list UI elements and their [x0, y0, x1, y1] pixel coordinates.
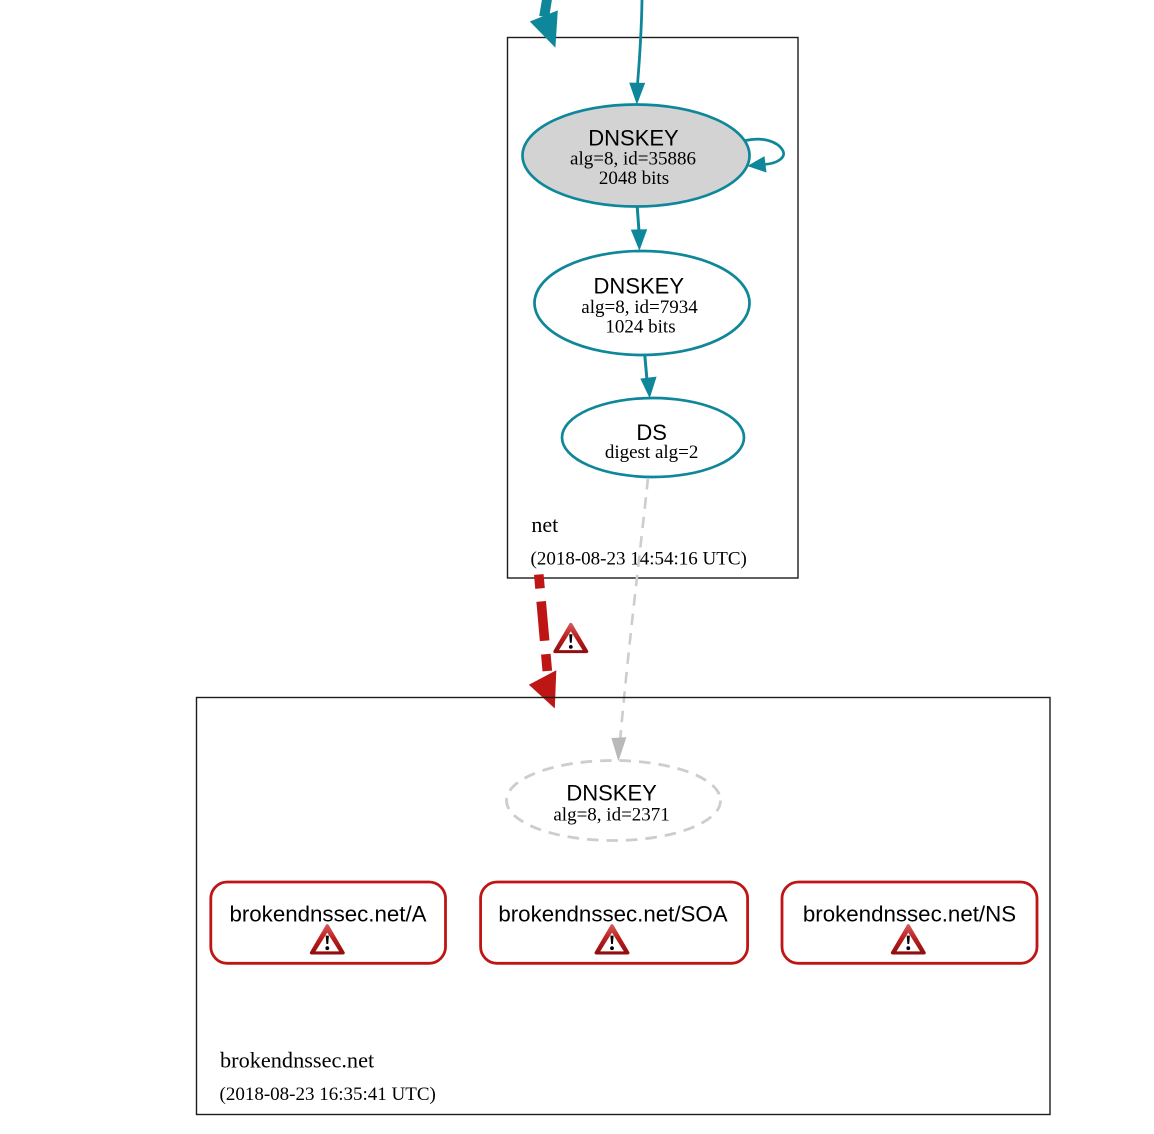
- svg-text:alg=8, id=7934: alg=8, id=7934: [581, 297, 698, 318]
- svg-text:DNSKEY: DNSKEY: [588, 125, 679, 150]
- svg-text:DS: DS: [636, 420, 667, 445]
- svg-text:net: net: [531, 512, 558, 537]
- svg-text:alg=8, id=2371: alg=8, id=2371: [553, 804, 669, 825]
- svg-text:digest alg=2: digest alg=2: [605, 442, 699, 463]
- svg-text:brokendnssec.net/SOA: brokendnssec.net/SOA: [498, 902, 727, 927]
- svg-text:brokendnssec.net/A: brokendnssec.net/A: [229, 902, 426, 927]
- svg-text:DNSKEY: DNSKEY: [566, 780, 657, 805]
- svg-text:alg=8, id=35886: alg=8, id=35886: [570, 149, 696, 170]
- svg-text:brokendnssec.net/NS: brokendnssec.net/NS: [803, 902, 1016, 927]
- svg-text:brokendnssec.net: brokendnssec.net: [220, 1047, 375, 1072]
- svg-text:1024 bits: 1024 bits: [605, 316, 675, 337]
- svg-text:(2018-08-23 16:35:41 UTC): (2018-08-23 16:35:41 UTC): [220, 1084, 436, 1105]
- svg-text:2048 bits: 2048 bits: [599, 168, 669, 189]
- svg-text:DNSKEY: DNSKEY: [594, 274, 685, 299]
